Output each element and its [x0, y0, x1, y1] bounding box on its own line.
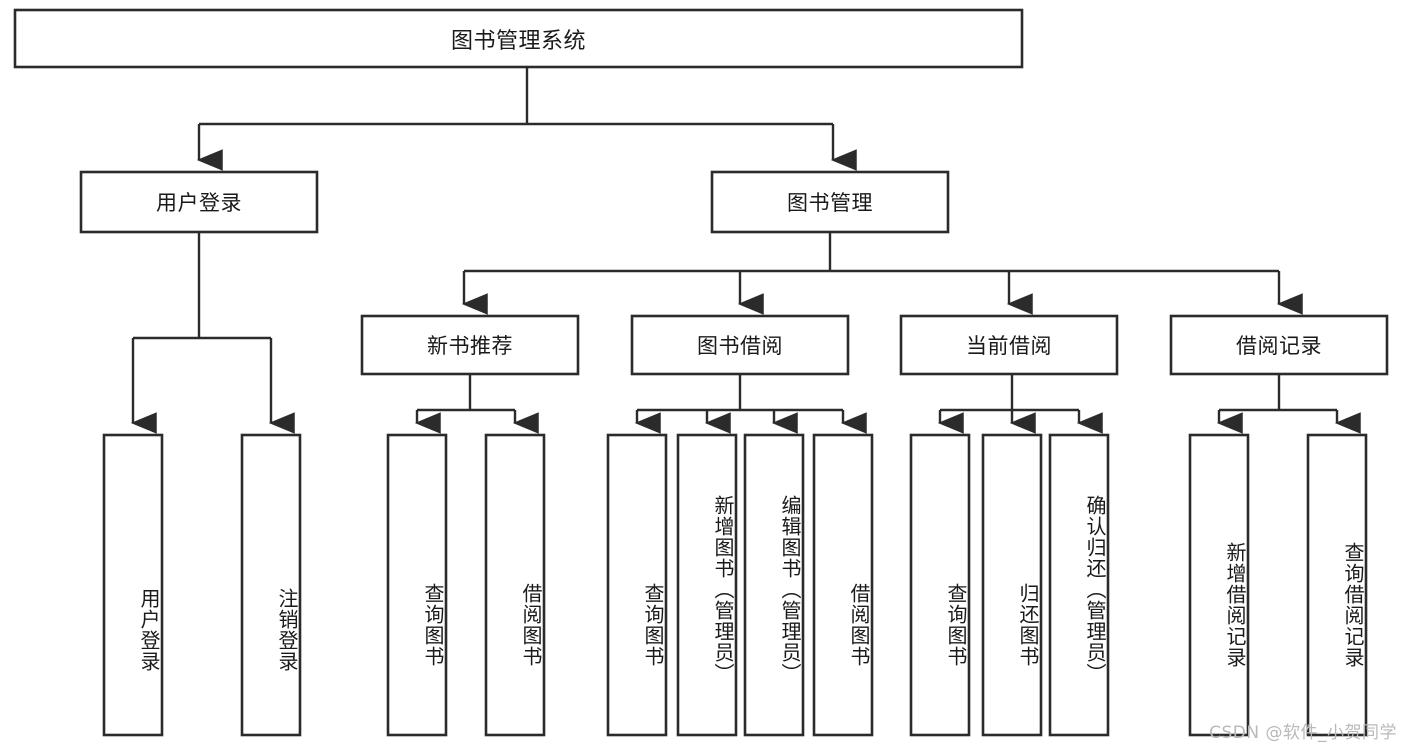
leaf-box-13[interactable]	[1306, 433, 1368, 737]
leaf-box-8[interactable]	[812, 433, 874, 737]
node-box-new-book-recommend[interactable]	[360, 314, 580, 376]
leaf-box-12[interactable]	[1188, 433, 1250, 737]
csdn-watermark: CSDN @软件_小贺同学	[1209, 723, 1397, 743]
level3-node-boxes	[360, 314, 1389, 376]
node-box-book-management[interactable]	[710, 170, 950, 234]
connector-book-borrow-to-leaves	[634, 374, 867, 434]
connector-borrow-record-to-leaves	[1216, 374, 1361, 434]
leaf-box-6[interactable]	[676, 433, 738, 737]
leaf-box-10[interactable]	[981, 433, 1043, 737]
connector-root-to-level2	[196, 67, 857, 171]
node-box-user-login[interactable]	[79, 170, 319, 234]
leaf-node-boxes	[102, 433, 1368, 737]
leaf-box-7[interactable]	[743, 433, 805, 737]
leaf-box-4[interactable]	[484, 433, 546, 737]
leaf-box-3[interactable]	[386, 433, 448, 737]
node-box-borrow-record[interactable]	[1169, 314, 1389, 376]
connector-user-login-to-leaves	[130, 232, 295, 434]
connector-current-borrow-to-leaves	[937, 374, 1103, 434]
leaf-box-9[interactable]	[909, 433, 971, 737]
leaf-box-1[interactable]	[102, 433, 164, 737]
leaf-box-5[interactable]	[606, 433, 668, 737]
leaf-box-2[interactable]	[240, 433, 302, 737]
node-box-current-borrow[interactable]	[899, 314, 1119, 376]
level2-node-boxes	[79, 170, 950, 234]
connector-book-management-to-level3	[461, 232, 1303, 315]
root-node-box	[13, 8, 1024, 69]
connector-new-book-recommend-to-leaves	[414, 374, 539, 434]
leaf-box-11[interactable]	[1048, 433, 1110, 737]
node-box-book-borrow[interactable]	[630, 314, 850, 376]
